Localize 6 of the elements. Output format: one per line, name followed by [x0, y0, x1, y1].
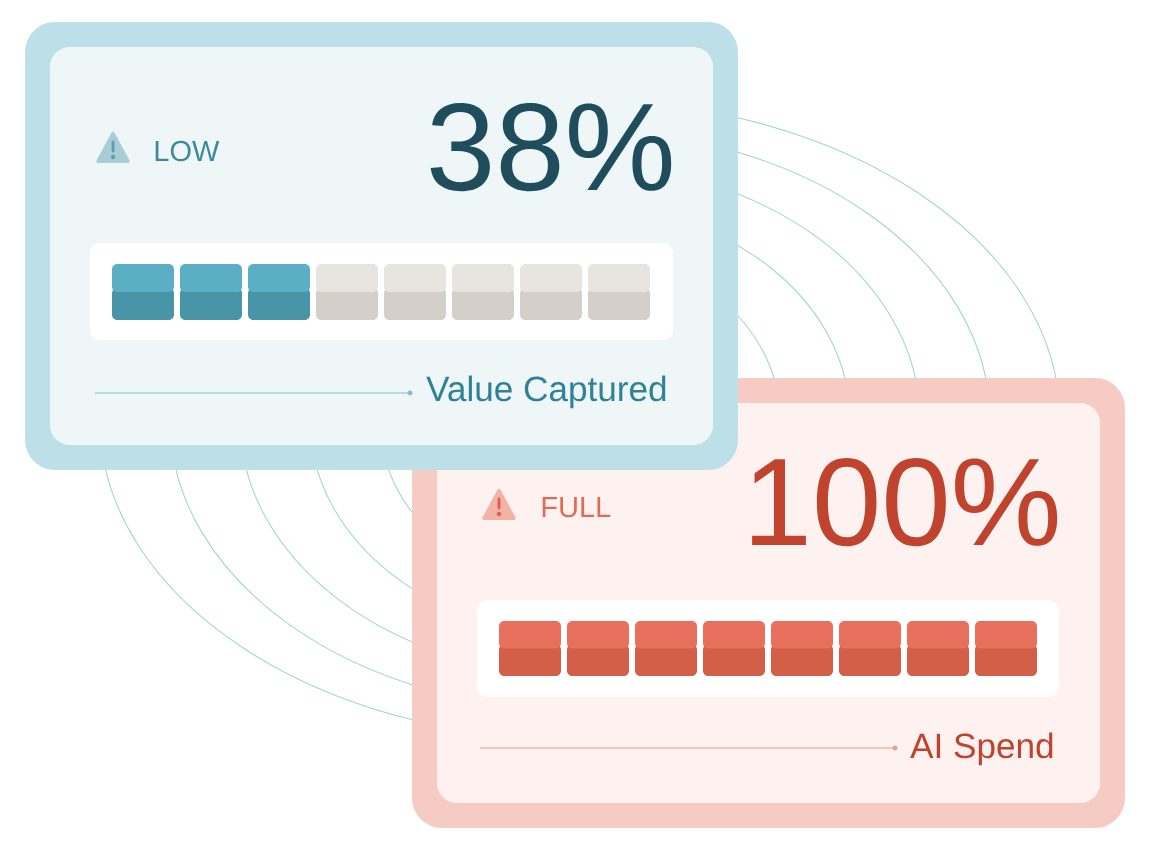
status-label: LOW [155, 140, 220, 162]
metric-label: Value Captured [426, 375, 666, 409]
metric-label: AI Spend [910, 732, 1053, 766]
status-label: FULL [542, 497, 611, 518]
percentage-value: 38% [430, 102, 672, 192]
percentage-value: 100% [752, 457, 1058, 547]
